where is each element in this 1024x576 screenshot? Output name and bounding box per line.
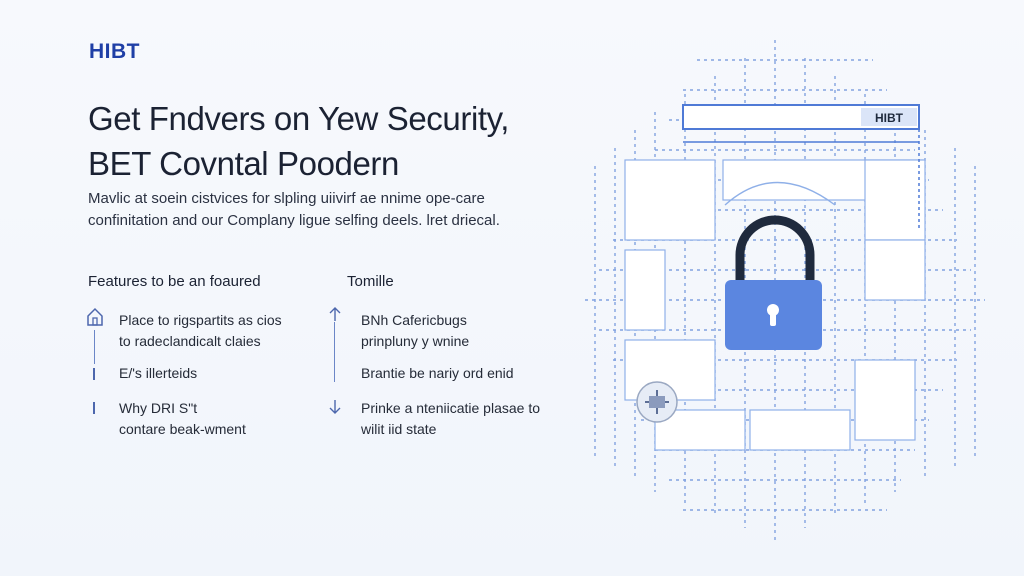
features-right-title: Tomille <box>347 273 394 290</box>
feature-right-1-line-2: prinpluny y wnine <box>361 333 470 349</box>
arrow-up-icon <box>329 307 341 321</box>
feature-right-1: BNh Cafericbugs prinpluny y wnine <box>361 310 469 352</box>
features-left-title: Features to be an foaured <box>88 273 261 290</box>
feature-left-2-label: E/'s illerteids <box>119 365 198 381</box>
intro-line-1: Mavlic at soein cistvices for slpling ui… <box>88 190 485 207</box>
feature-left-3-line-1: Why DRI S"t <box>119 400 198 416</box>
feature-right-1-line-1: BNh Cafericbugs <box>361 312 467 328</box>
feature-left-3: Why DRI S"t contare beak-wment <box>119 398 246 440</box>
feature-right-2-label: Brantie be nariy ord enid <box>361 365 514 381</box>
headline-line-1: Get Fndvers on Yew Security, <box>88 100 510 137</box>
window-label: HIBT <box>875 111 904 125</box>
brand-logo[interactable]: HIBT <box>89 40 140 63</box>
browser-window: HIBT <box>682 104 920 230</box>
headline-line-2: BET Covntal Poodern <box>88 145 399 182</box>
arrow-down-icon <box>329 400 341 414</box>
feature-left-3-line-2: contare beak-wment <box>119 421 246 437</box>
intro-paragraph: Mavlic at soein cistvices for slpling ui… <box>88 188 548 232</box>
feature-right-2: Brantie be nariy ord enid <box>361 363 514 384</box>
features-left-rail <box>94 330 95 364</box>
bullet-tick-icon <box>93 402 95 414</box>
house-icon <box>87 307 103 326</box>
page-headline: Get Fndvers on Yew Security, BET Covntal… <box>88 96 558 186</box>
security-illustration: HIBT <box>585 40 985 540</box>
feature-left-2: E/'s illerteids <box>119 363 197 384</box>
feature-right-3-line-2: wilit iid state <box>361 421 437 437</box>
feature-left-1-line-1: Place to rigspartits as cios <box>119 312 282 328</box>
shield-badge-icon <box>636 381 678 423</box>
bullet-tick-icon <box>93 368 95 380</box>
feature-left-1: Place to rigspartits as cios to radeclan… <box>119 310 282 352</box>
features-right-rail <box>334 322 335 382</box>
intro-line-2: confinitation and our Complany ligue sel… <box>88 212 500 229</box>
feature-right-3: Prinke a nteniicatie plasae to wilit iid… <box>361 398 540 440</box>
panel-blocks <box>624 159 926 451</box>
lock-icon <box>725 215 822 350</box>
feature-right-3-line-1: Prinke a nteniicatie plasae to <box>361 400 540 416</box>
feature-left-1-line-2: to radeclandicalt claies <box>119 333 261 349</box>
